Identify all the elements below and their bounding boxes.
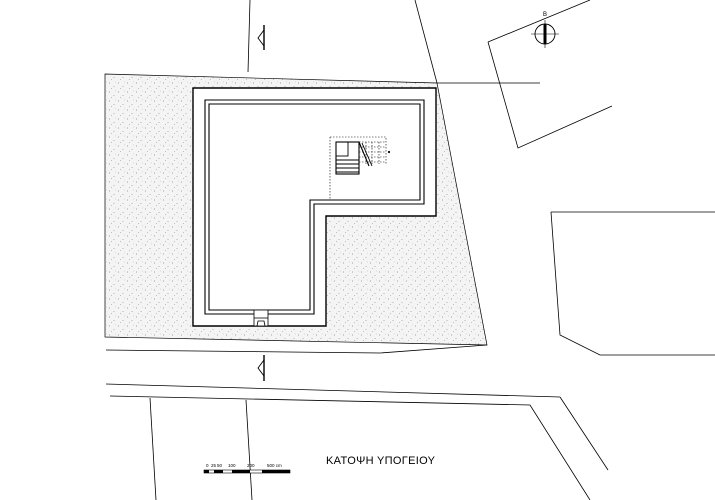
drawing-title: ΚΑΤΟΨΗ ΥΠΟΓΕΙΟΥ bbox=[326, 455, 436, 467]
south-wall-opening bbox=[253, 309, 269, 327]
scale-tick-0: 0 bbox=[206, 463, 209, 468]
scale-tick-100: 100 bbox=[228, 463, 236, 468]
scale-tick-50: 50 bbox=[217, 463, 223, 468]
site-context-lines bbox=[105, 0, 715, 500]
scale-tick-25: 25 bbox=[211, 463, 217, 468]
staircase bbox=[329, 136, 391, 200]
north-label: B bbox=[543, 12, 547, 18]
north-arrow: B bbox=[531, 12, 559, 48]
building-wall-double-line bbox=[204, 99, 425, 315]
section-marker-top bbox=[257, 25, 265, 50]
section-marker-bottom bbox=[257, 355, 265, 381]
scale-tick-500: 500 cm bbox=[267, 463, 282, 468]
scale-bar: 0 25 50 100 200 500 cm bbox=[203, 463, 291, 474]
scale-tick-200: 200 bbox=[247, 463, 255, 468]
